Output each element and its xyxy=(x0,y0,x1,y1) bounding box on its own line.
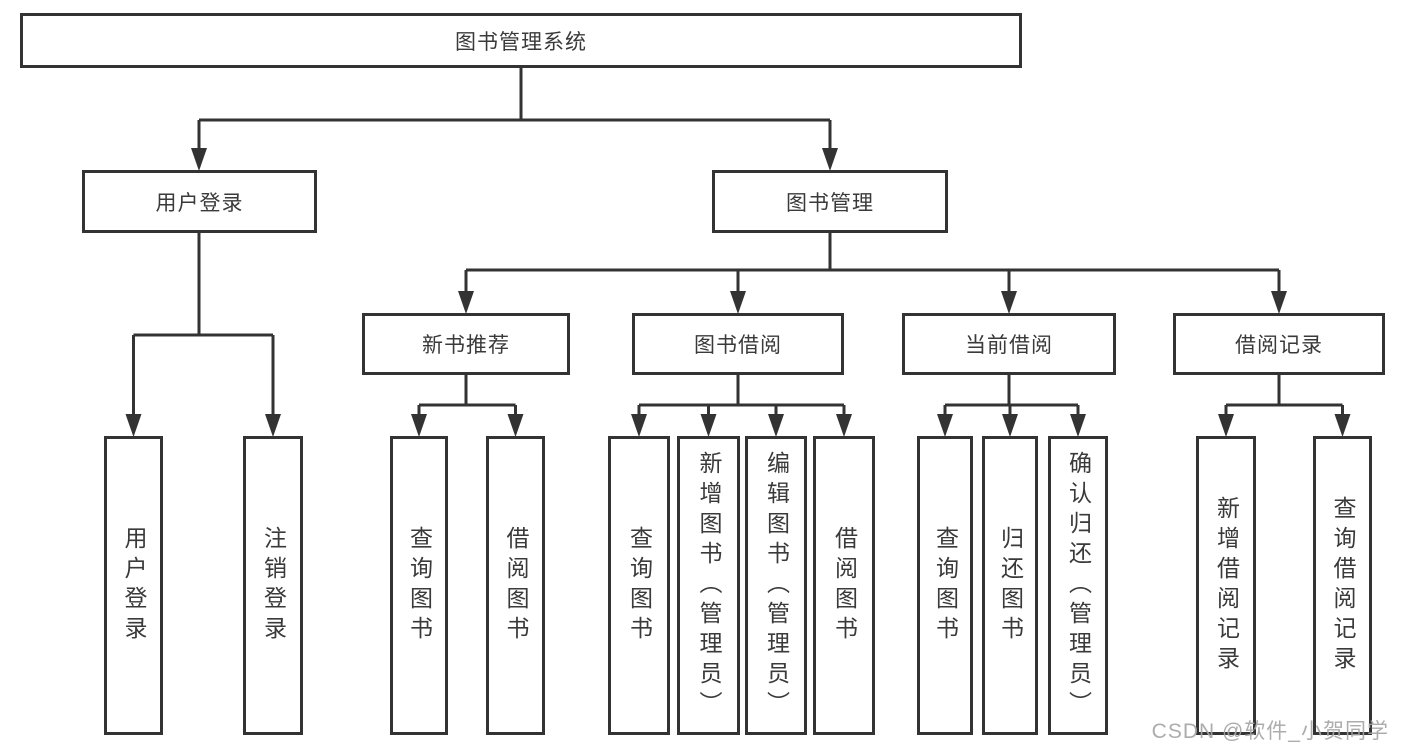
leaf-user-login: 用户登录 xyxy=(104,436,163,735)
node-user-login: 用户登录 xyxy=(82,170,317,233)
connector-new-book-recommend xyxy=(417,375,517,418)
leaf-add-borrow-record: 新增借阅记录 xyxy=(1196,436,1256,735)
arrowhead-icon xyxy=(507,414,524,437)
node-label: 借阅图书 xyxy=(831,525,858,646)
connector-root-drop xyxy=(197,68,832,152)
node-label: 新增借阅记录 xyxy=(1213,495,1240,676)
node-borrowing-records: 借阅记录 xyxy=(1173,313,1385,375)
node-label: 图书借阅 xyxy=(694,334,782,357)
node-label: 归还图书 xyxy=(997,525,1024,646)
node-book-borrowing: 图书借阅 xyxy=(632,313,844,375)
arrowhead-icon xyxy=(1002,414,1018,437)
arrowhead-icon xyxy=(822,148,838,171)
node-label: 注销登录 xyxy=(260,525,287,646)
leaf-query-books-borrowing: 查询图书 xyxy=(608,436,670,735)
node-label: 查询图书 xyxy=(626,525,653,646)
node-label: 图书管理系统 xyxy=(455,30,587,54)
leaf-borrow-books-recommend: 借阅图书 xyxy=(486,436,545,735)
leaf-borrow-books: 借阅图书 xyxy=(813,436,875,735)
connector-book-borrowing xyxy=(637,375,846,418)
arrowhead-icon xyxy=(411,414,427,437)
arrowhead-icon xyxy=(836,414,852,437)
arrowhead-icon xyxy=(125,414,142,437)
arrowhead-icon xyxy=(191,148,207,171)
node-label: 确认归还（管理员） xyxy=(1065,450,1092,721)
arrowhead-icon xyxy=(1271,291,1287,314)
leaf-add-books-admin: 新增图书（管理员） xyxy=(677,436,740,735)
node-library-management-system: 图书管理系统 xyxy=(20,13,1022,68)
arrowhead-icon xyxy=(1001,291,1017,314)
leaf-query-books-current: 查询图书 xyxy=(917,436,973,735)
node-label: 新书推荐 xyxy=(422,334,510,357)
arrowhead-icon xyxy=(730,291,746,314)
connector-user-login xyxy=(132,233,275,418)
node-label: 图书管理 xyxy=(786,191,874,215)
node-book-management: 图书管理 xyxy=(712,170,948,233)
node-label: 编辑图书（管理员） xyxy=(763,450,790,721)
node-label: 新增图书（管理员） xyxy=(696,450,722,721)
connector-book-management xyxy=(464,233,1281,295)
node-label: 借阅图书 xyxy=(503,525,529,646)
arrowhead-icon xyxy=(937,414,953,437)
node-label: 查询图书 xyxy=(406,525,433,646)
arrowhead-icon xyxy=(768,414,784,437)
node-current-borrowing: 当前借阅 xyxy=(902,313,1116,375)
leaf-edit-books-admin: 编辑图书（管理员） xyxy=(745,436,807,735)
leaf-return-books: 归还图书 xyxy=(982,436,1038,735)
node-label: 用户登录 xyxy=(155,191,244,215)
leaf-confirm-return-admin: 确认归还（管理员） xyxy=(1048,436,1108,735)
leaf-query-books-recommend: 查询图书 xyxy=(390,436,448,735)
node-label: 用户登录 xyxy=(121,525,147,646)
connector-borrowing-records xyxy=(1224,375,1344,418)
arrowhead-icon xyxy=(458,291,474,314)
arrowhead-icon xyxy=(1218,414,1234,437)
node-label: 查询图书 xyxy=(932,525,959,646)
arrowhead-icon xyxy=(1334,414,1351,437)
arrowhead-icon xyxy=(700,414,717,437)
node-label: 查询借阅记录 xyxy=(1330,495,1356,676)
node-label: 当前借阅 xyxy=(965,334,1053,357)
arrowhead-icon xyxy=(631,414,647,437)
csdn-watermark: CSDN @软件_小贺同学 xyxy=(1151,720,1389,743)
node-new-book-recommend: 新书推荐 xyxy=(362,313,570,375)
arrowhead-icon xyxy=(1070,414,1086,437)
connector-current-borrowing xyxy=(943,375,1080,418)
leaf-query-borrow-record: 查询借阅记录 xyxy=(1313,436,1372,735)
arrowhead-icon xyxy=(265,414,281,437)
leaf-logout: 注销登录 xyxy=(243,436,303,735)
node-label: 借阅记录 xyxy=(1235,334,1323,357)
